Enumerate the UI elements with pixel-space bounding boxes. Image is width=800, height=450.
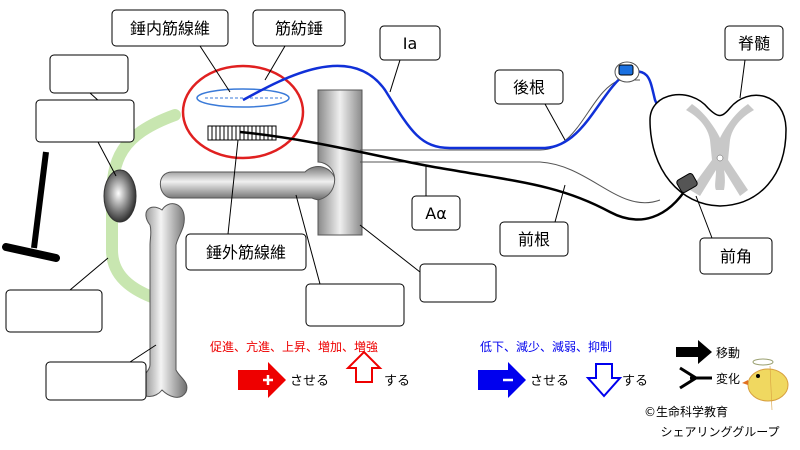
blank-box-2 [35, 99, 135, 177]
spinal-cord [649, 93, 787, 207]
credit-line-2: シェアリンググループ [660, 425, 779, 439]
tibia-bone [139, 203, 188, 398]
quadriceps-block [317, 89, 363, 236]
minus-arrow-icon [478, 362, 526, 398]
label-spindle: 筋紡錘 [275, 19, 323, 38]
down-arrow-outline-icon [585, 363, 623, 398]
legend-inhibit-text: 低下、減少、減弱、抑制 [480, 339, 612, 354]
label-extrafusal: 錘外筋線維 [206, 243, 286, 262]
ia-afferent-nerve [242, 64, 692, 183]
label-ventral-root: 前根 [518, 230, 550, 249]
label-alpha: Aα [425, 204, 447, 223]
patella [103, 169, 137, 223]
legend-inhibit-cause: させる [530, 374, 569, 389]
legend-change: 変化 [716, 371, 740, 386]
label-spinal-cord: 脊髄 [738, 34, 770, 53]
legend-inhibit-do: する [622, 374, 648, 389]
legend-promote-text: 促進、亢進、上昇、増加、増強 [210, 339, 378, 354]
callout-spindle [252, 9, 346, 81]
callout-extrafusal [185, 139, 307, 271]
legend-promote-cause: させる [290, 374, 329, 389]
callout-ventral-root [499, 184, 569, 257]
callout-spinal-cord [724, 25, 784, 99]
label-ia: Ia [403, 34, 418, 53]
callout-alpha [411, 166, 461, 231]
femur-bone [159, 166, 337, 201]
label-dorsal-root: 後根 [513, 78, 545, 97]
plus-arrow-icon [238, 362, 286, 398]
reflex-hammer-icon [2, 151, 60, 262]
label-anterior-horn: 前角 [720, 247, 752, 266]
label-intrafusal: 錘内筋線維 [130, 19, 210, 38]
callout-ia [379, 25, 441, 93]
blank-box-4 [45, 344, 157, 401]
muscle-spindle-ring [181, 64, 305, 160]
ventral-root-outline [360, 161, 661, 204]
chick-mascot-icon [742, 358, 789, 411]
motor-neuron [676, 173, 698, 193]
blank-box-3 [5, 257, 109, 333]
legend-move: 移動 [716, 346, 740, 360]
legend-promote-do: する [384, 374, 410, 389]
blank-box-5 [295, 194, 405, 327]
credit-line-1: ©生命科学教育 [644, 404, 728, 419]
callout-anterior-horn [695, 195, 773, 275]
callout-dorsal-root [494, 69, 566, 141]
blank-box-6 [359, 224, 497, 303]
move-arrow-icon [676, 340, 712, 364]
up-arrow-outline-icon [345, 350, 383, 383]
callout-intrafusal [111, 9, 231, 93]
alpha-motor-nerve [239, 130, 690, 221]
